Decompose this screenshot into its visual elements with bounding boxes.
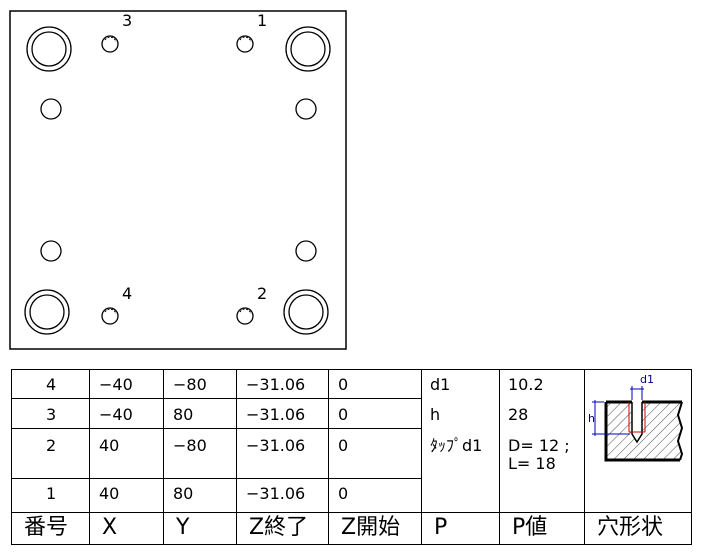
- row-3-x: −40: [99, 405, 133, 424]
- row-3-no: 3: [46, 405, 57, 424]
- header-number: 番号: [24, 515, 69, 540]
- d1-dimension-label: d1: [640, 373, 654, 386]
- hole-label-4: 4: [122, 284, 133, 303]
- param-value-tap-d1: D= 12 ; L= 18: [508, 436, 570, 473]
- tapped-hole-3: [101, 35, 119, 53]
- header-hole-shape: 穴形状: [597, 515, 664, 540]
- param-name-d1: d1: [430, 375, 451, 394]
- large-hole-top-right: [285, 26, 331, 72]
- param-value-d1: 10.2: [508, 375, 544, 394]
- header-y: Y: [176, 515, 190, 540]
- plate-outline: [9, 10, 347, 350]
- row-3-zstart: 0: [338, 405, 349, 424]
- row-2-zend: −31.06: [246, 436, 306, 455]
- row-4-y: −80: [173, 375, 207, 394]
- param-name-tap-d1: ﾀｯﾌﾟd1: [430, 436, 483, 455]
- header-p-value: P値: [512, 515, 548, 540]
- header-p: P: [434, 515, 448, 540]
- row-2-zstart: 0: [338, 436, 349, 455]
- row-1-no: 1: [46, 484, 57, 503]
- drill-hole: [631, 402, 643, 444]
- row-4-zend: −31.06: [246, 375, 306, 394]
- small-hole: [295, 98, 317, 120]
- row-2-x: 40: [99, 436, 120, 455]
- small-hole: [40, 240, 62, 262]
- row-3-y: 80: [173, 405, 194, 424]
- plate-drawing: [9, 10, 347, 350]
- row-4-zstart: 0: [338, 375, 349, 394]
- row-2-y: −80: [173, 436, 207, 455]
- row-1-zend: −31.06: [246, 484, 306, 503]
- row-3-zend: −31.06: [246, 405, 306, 424]
- hole-shape-diagram: [592, 386, 684, 462]
- tapped-hole-2: [236, 307, 254, 325]
- small-hole: [40, 98, 62, 120]
- h-dimension-label: h: [588, 412, 595, 425]
- header-z-start: Z開始: [341, 515, 401, 540]
- param-name-h: h: [430, 405, 441, 424]
- section-outline: [604, 402, 680, 462]
- row-2-no: 2: [46, 436, 57, 455]
- tapped-hole-4: [101, 307, 119, 325]
- row-1-y: 80: [173, 484, 194, 503]
- hole-label-2: 2: [257, 284, 268, 303]
- large-hole-top-left: [26, 26, 72, 72]
- tapped-hole-1: [236, 35, 254, 53]
- header-z-end: Z終了: [249, 515, 309, 540]
- row-4-x: −40: [99, 375, 133, 394]
- large-hole-bottom-left: [24, 289, 70, 335]
- hole-label-1: 1: [257, 11, 268, 30]
- header-x: X: [102, 515, 118, 540]
- section-hatch: [606, 402, 682, 460]
- large-hole-bottom-right: [283, 289, 329, 335]
- param-value-h: 28: [508, 405, 529, 424]
- row-1-x: 40: [99, 484, 120, 503]
- hole-label-3: 3: [122, 11, 133, 30]
- small-hole: [295, 240, 317, 262]
- row-1-zstart: 0: [338, 484, 349, 503]
- row-4-no: 4: [46, 375, 57, 394]
